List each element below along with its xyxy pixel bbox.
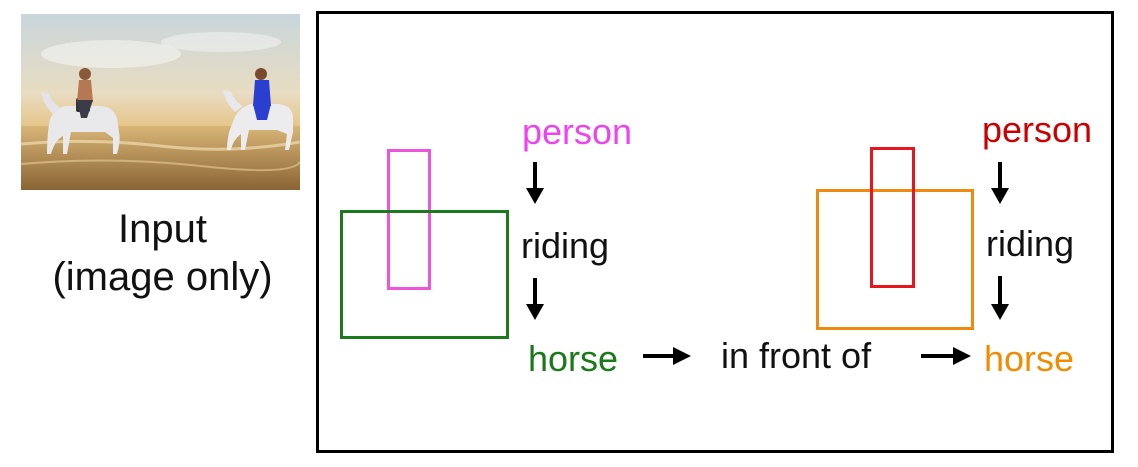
bbox-person-left (387, 149, 431, 290)
scene-graph-frame: person riding horse in front of person r… (316, 11, 1114, 453)
right-arrow-2 (991, 276, 1009, 320)
bbox-person-right (870, 147, 915, 288)
right-subject-label: person (982, 109, 1093, 150)
left-rider-figure (77, 68, 93, 118)
connector-arrow-1 (643, 347, 691, 365)
right-arrow-1 (991, 162, 1009, 204)
left-arrow-2 (526, 278, 544, 320)
left-subject-label: person (522, 111, 633, 152)
bbox-horse-right (816, 189, 974, 330)
input-caption: Input (image only) (20, 205, 305, 301)
right-object-label: horse (984, 338, 1075, 379)
right-relation-label: riding (986, 223, 1075, 264)
bbox-horse-left (340, 210, 509, 339)
input-image (21, 14, 300, 190)
right-rider-figure (253, 68, 271, 120)
input-caption-title: Input (118, 207, 207, 251)
left-relation-label: riding (521, 225, 610, 266)
input-caption-subtitle: (image only) (52, 255, 273, 299)
connector-relation-label: in front of (721, 335, 872, 376)
beach-riders-illustration (21, 14, 300, 190)
connector-arrow-2 (921, 347, 971, 365)
right-horse-figure (223, 90, 293, 150)
left-object-label: horse (528, 338, 619, 379)
left-arrow-1 (526, 162, 544, 204)
